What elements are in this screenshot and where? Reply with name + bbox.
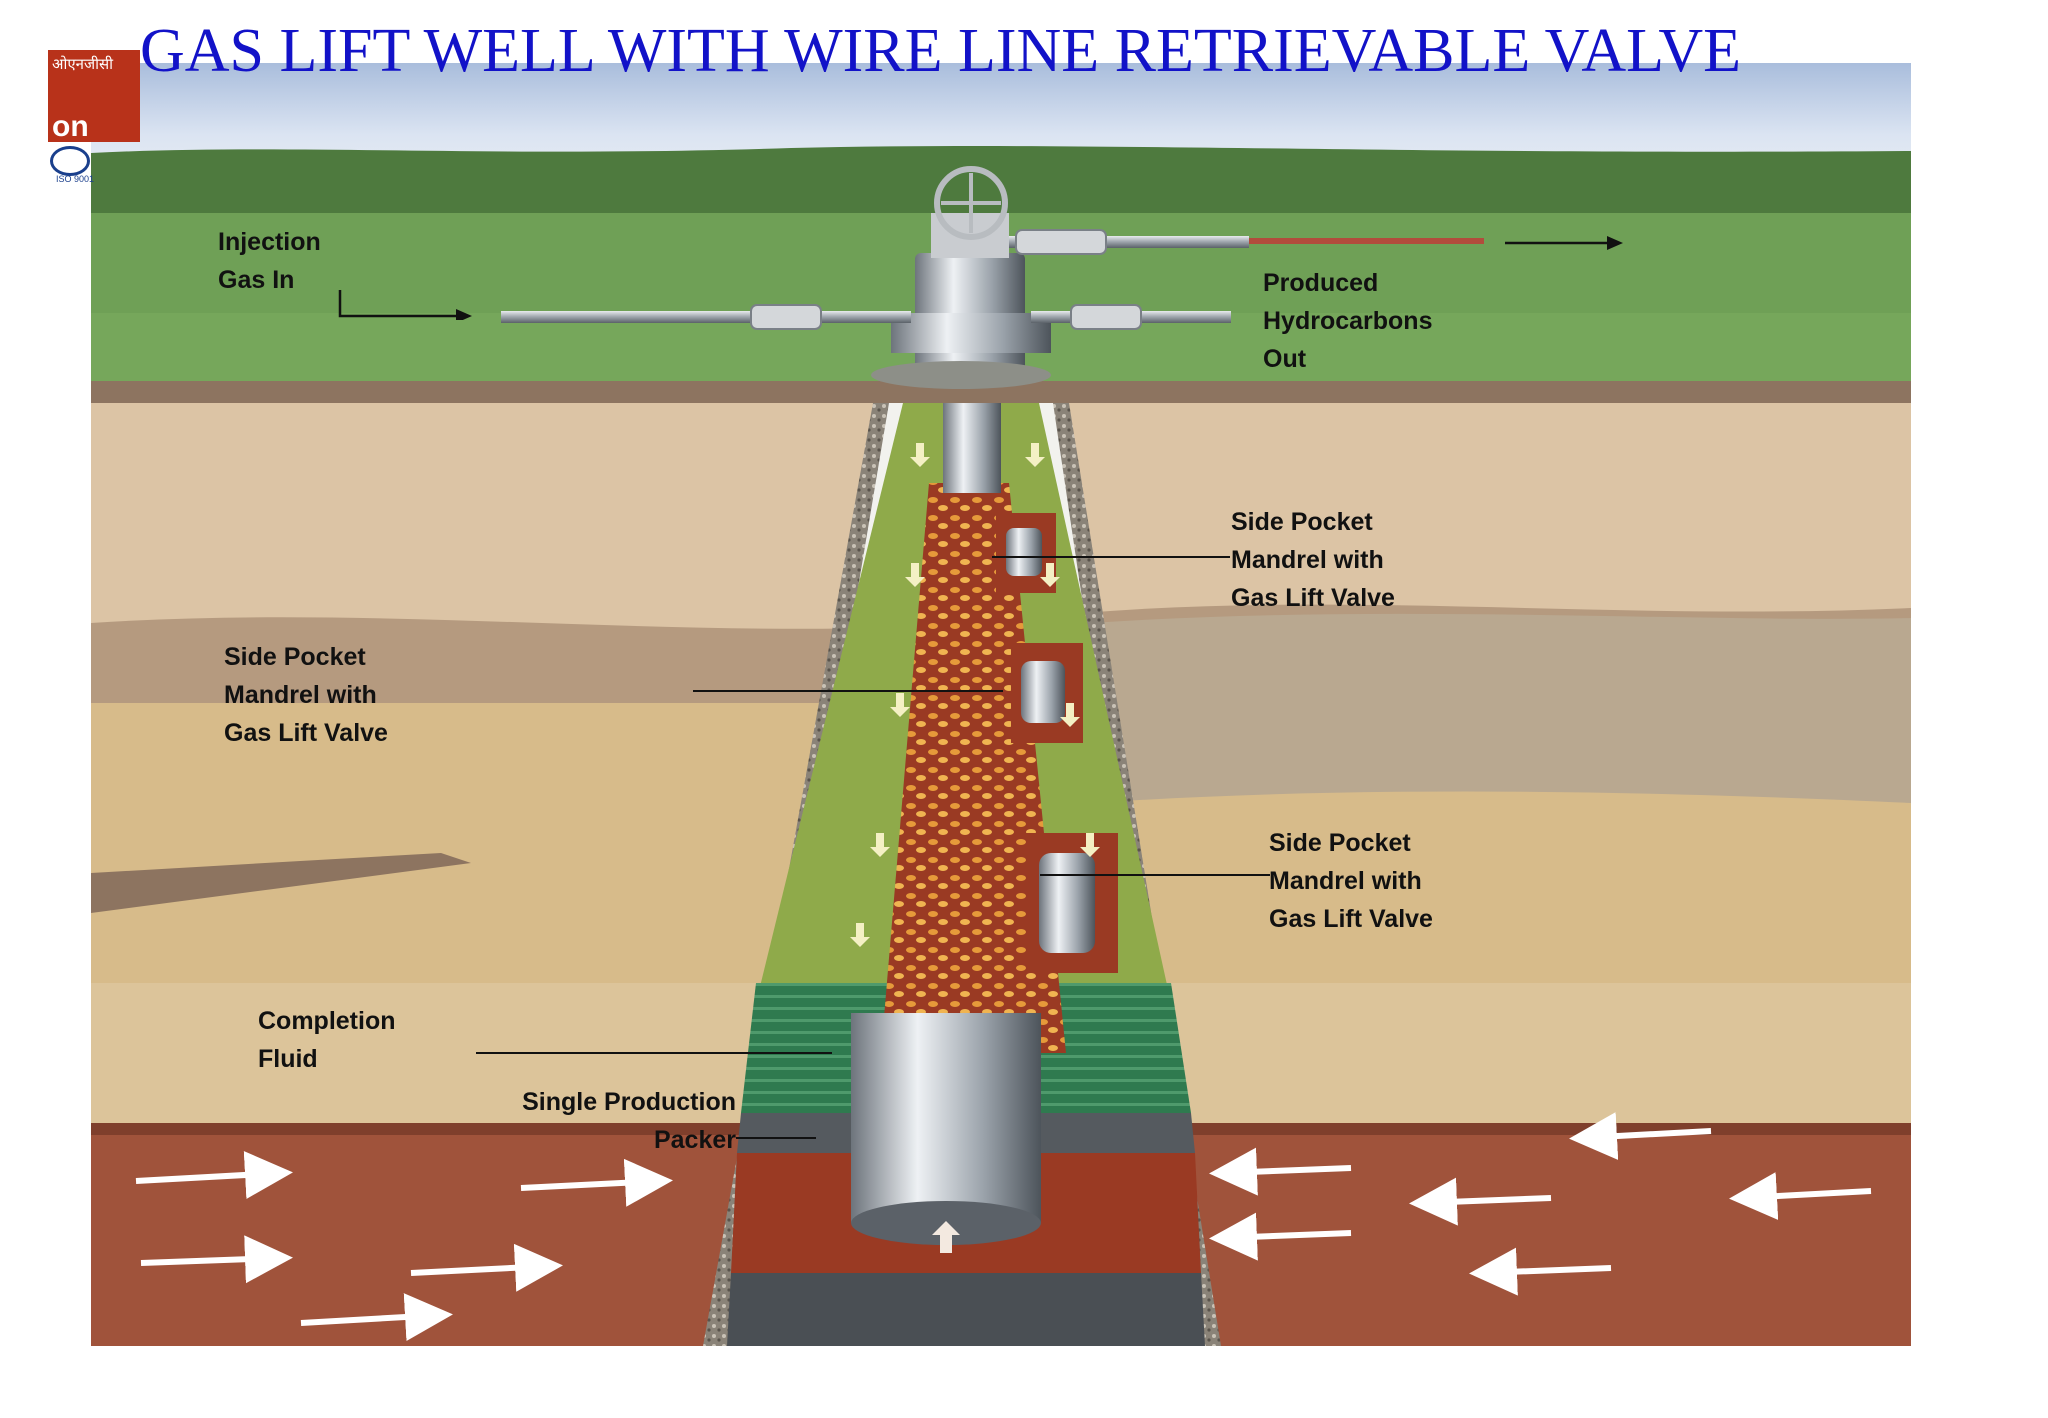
surface-edge xyxy=(91,381,1911,403)
label-produced-hydrocarbons-out: Produced Hydrocarbons Out xyxy=(1263,269,1433,373)
well-bottom xyxy=(727,1273,1205,1346)
side-pocket-mandrel-2 xyxy=(1011,643,1083,743)
formation-thin-band xyxy=(91,853,471,913)
label-side-pocket-lower-right: Side Pocket Mandrel with Gas Lift Valve xyxy=(1269,829,1433,933)
well-illustration xyxy=(91,63,1911,1346)
slide-title: GAS LIFT WELL WITH WIRE LINE RETRIEVABLE… xyxy=(140,17,1742,85)
label-side-pocket-upper-right: Side Pocket Mandrel with Gas Lift Valve xyxy=(1231,508,1395,612)
leader-side-pocket-left xyxy=(693,690,1003,692)
label-completion-fluid: Completion Fluid xyxy=(258,1007,396,1073)
logo-ring-icon xyxy=(50,146,90,176)
label-injection-gas-in: Injection Gas In xyxy=(218,228,321,294)
leader-single-production-packer xyxy=(736,1137,816,1139)
company-logo: ओएनजीसी on ISO 9001 xyxy=(48,50,140,184)
wellhead xyxy=(501,166,1484,389)
label-single-production-packer: Single Production Packer xyxy=(522,1088,736,1154)
production-tubing xyxy=(881,483,1066,1053)
side-pocket-mandrel-3 xyxy=(1026,833,1118,973)
injection-gas-arrow xyxy=(338,290,472,320)
leader-completion-fluid xyxy=(476,1052,832,1054)
tubing-top xyxy=(943,403,1001,493)
leader-side-pocket-upper-right xyxy=(992,556,1230,558)
formation-grey-band xyxy=(1091,613,1911,803)
logo-iso-text: ISO 9001 xyxy=(56,174,95,184)
tubing-bottom xyxy=(851,1013,1041,1223)
produced-hydrocarbons-arrow xyxy=(1505,236,1623,250)
label-side-pocket-left: Side Pocket Mandrel with Gas Lift Valve xyxy=(224,643,388,747)
logo-wordmark: on xyxy=(52,110,89,143)
logo-box: ओएनजीसी on xyxy=(48,50,140,143)
logo-hindi-text: ओएनजीसी xyxy=(52,55,114,73)
leader-side-pocket-lower-right xyxy=(1040,874,1270,876)
